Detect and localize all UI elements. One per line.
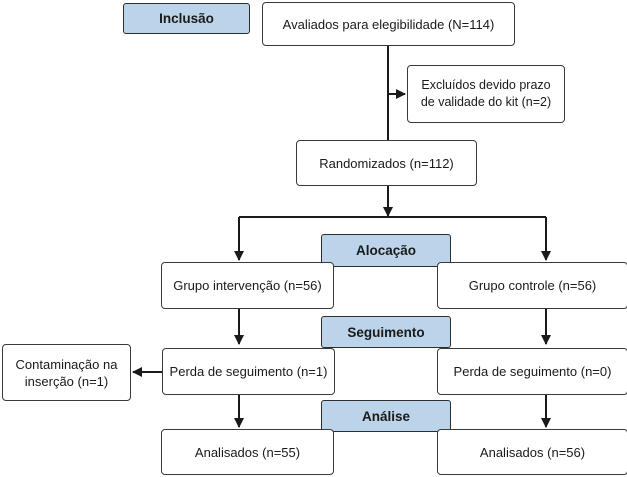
stage-analysis: Análise — [321, 400, 451, 432]
box-randomized: Randomizados (n=112) — [296, 140, 477, 186]
box-intervention-lost: Perda de seguimento (n=1) — [162, 348, 335, 395]
box-intervention-analyzed: Analisados (n=55) — [161, 429, 334, 475]
stage-followup-label: Seguimento — [347, 324, 425, 340]
stage-allocation: Alocação — [321, 234, 451, 267]
box-excluded: Excluídos devido prazo de validade do ki… — [407, 65, 565, 123]
stage-inclusion: Inclusão — [123, 3, 250, 34]
box-control-analyzed: Analisados (n=56) — [437, 429, 627, 475]
box-control-lost: Perda de seguimento (n=0) — [437, 348, 627, 395]
stage-followup: Seguimento — [321, 316, 451, 348]
stage-inclusion-label: Inclusão — [159, 11, 214, 26]
box-assessed-eligibility: Avaliados para elegibilidade (N=114) — [262, 2, 515, 46]
box-control-group: Grupo controle (n=56) — [437, 262, 627, 309]
box-intervention-group: Grupo intervenção (n=56) — [161, 262, 334, 309]
stage-analysis-label: Análise — [361, 408, 411, 424]
stage-allocation-label: Alocação — [355, 243, 417, 258]
box-contamination: Contaminação na inserção (n=1) — [2, 344, 131, 401]
